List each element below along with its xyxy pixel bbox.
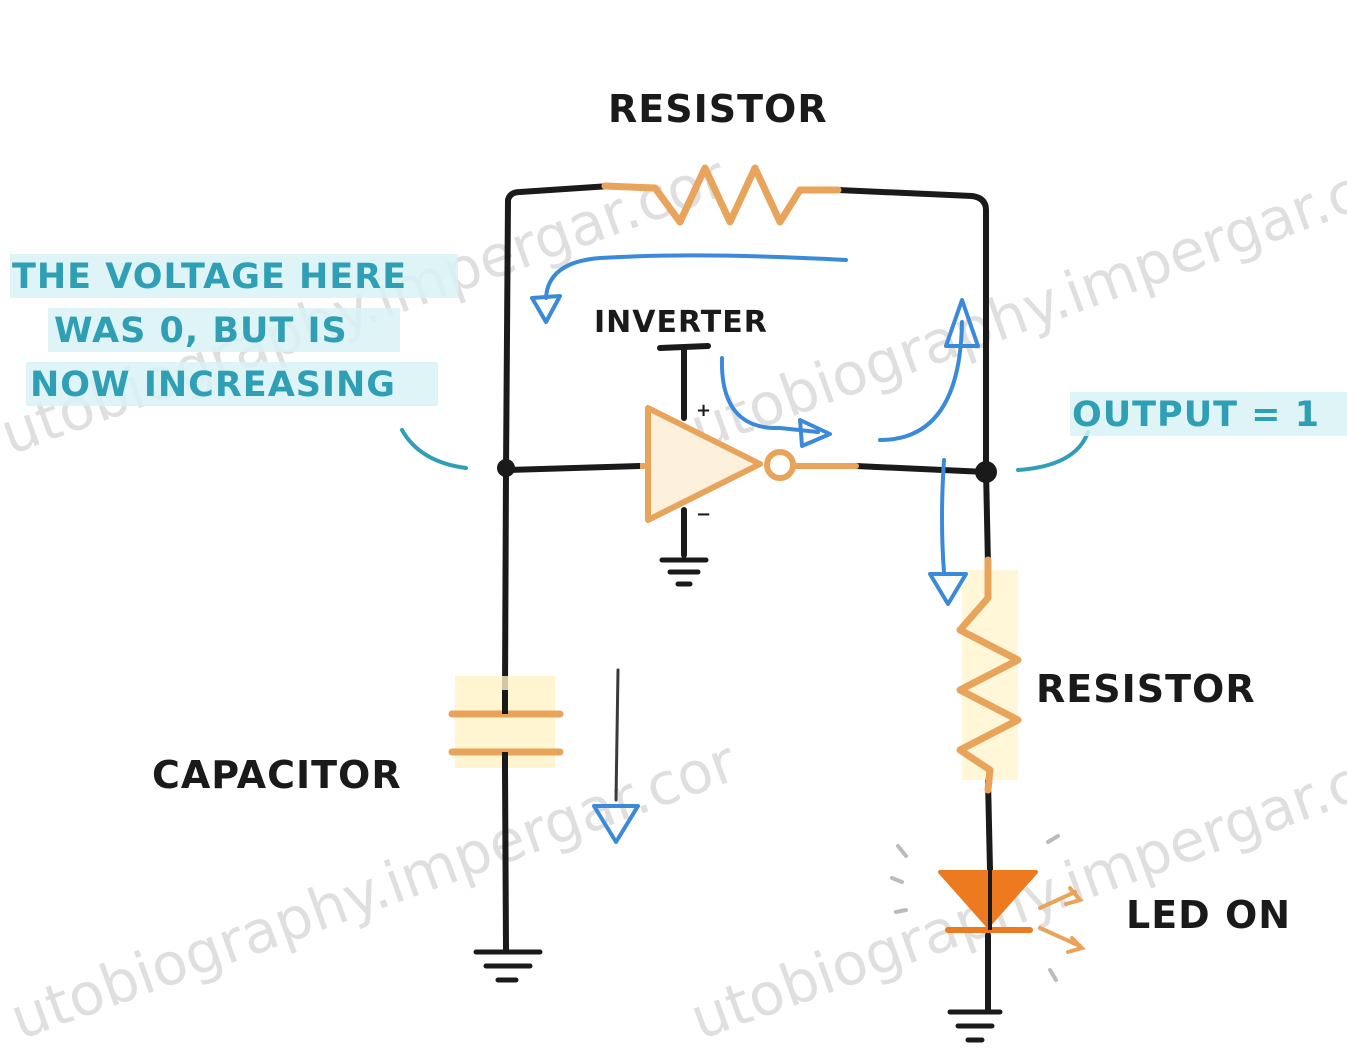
- resistor-top-icon: [601, 164, 842, 226]
- arrow-head-icon: [530, 294, 562, 324]
- minus-sign: −: [696, 504, 712, 525]
- wire-inverter-input: [503, 463, 643, 473]
- wire-inverter-output: [853, 463, 989, 475]
- led-glow-marks: [890, 834, 1060, 982]
- voltage-note-line-3: NOW INCREASING: [30, 365, 396, 405]
- voltage-note: THE VOLTAGE HERE WAS 0, BUT IS NOW INCRE…: [10, 254, 458, 406]
- current-arrow-top: [544, 253, 848, 300]
- plus-sign: +: [696, 400, 712, 421]
- annotation-leaders: [400, 428, 1090, 472]
- current-arrow-feedback: [878, 320, 964, 442]
- resistor-right-label: RESISTOR: [1036, 667, 1256, 711]
- ground-icon: [947, 1009, 1003, 1043]
- capacitor-icon: [448, 676, 564, 770]
- wire-to-capacitor: [502, 467, 509, 693]
- inverter-icon: [640, 405, 859, 523]
- junction-right: [975, 461, 997, 483]
- output-note: OUTPUT = 1: [1070, 392, 1347, 436]
- capacitor-label: CAPACITOR: [152, 753, 402, 797]
- current-arrow-inverter: [719, 356, 820, 434]
- wire-right-top: [835, 187, 989, 473]
- resistor-top-label: RESISTOR: [608, 87, 828, 131]
- wire-resistor-led: [985, 777, 993, 873]
- current-flow-arrows: [530, 253, 980, 606]
- wire-left-top: [503, 183, 613, 473]
- note-highlight: [48, 308, 400, 352]
- arrow-head-icon: [928, 572, 968, 606]
- output-label: OUTPUT = 1: [1072, 395, 1320, 435]
- leader-output-note: [1016, 430, 1090, 472]
- led-light-rays: [1038, 886, 1086, 954]
- wire-capacitor-ground: [502, 765, 509, 953]
- ground-icon: [659, 557, 709, 587]
- wire-to-resistor-right: [983, 467, 991, 568]
- note-highlight: [1070, 392, 1347, 436]
- arrow-head-icon: [592, 804, 640, 844]
- arrow-head-icon: [944, 298, 980, 348]
- voltage-note-line-2: WAS 0, BUT IS: [54, 311, 348, 351]
- capacitor-current-arrow: [614, 668, 620, 802]
- ground-icon: [473, 949, 543, 983]
- inverter-label: INVERTER: [594, 305, 768, 340]
- led-label: LED ON: [1126, 893, 1291, 937]
- note-highlight: [26, 362, 438, 406]
- resistor-right-icon: [956, 556, 1022, 794]
- wires: [502, 183, 993, 1013]
- junction-left: [497, 459, 515, 477]
- ground-symbols: [473, 557, 1003, 1043]
- led-icon: [890, 834, 1086, 982]
- arrow-head-icon: [798, 418, 832, 448]
- current-arrow-down-right: [940, 458, 946, 574]
- leader-voltage-note: [400, 428, 468, 470]
- note-highlight: [10, 254, 458, 298]
- voltage-note-line-1: THE VOLTAGE HERE: [12, 257, 407, 297]
